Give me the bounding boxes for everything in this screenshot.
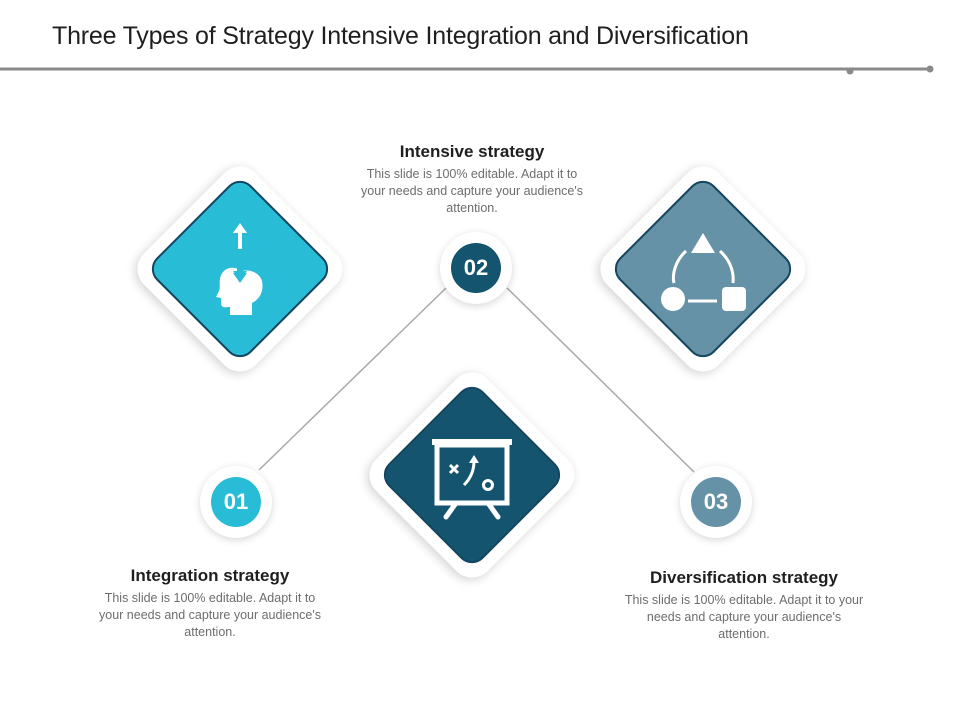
card-description: This slide is 100% editable. Adapt it to… xyxy=(361,167,583,215)
title-divider xyxy=(0,65,934,75)
diamond-integration xyxy=(128,157,352,381)
card-title: Diversification strategy xyxy=(649,568,838,587)
card-title: Intensive strategy xyxy=(399,142,545,161)
card-intensive: Intensive strategy This slide is 100% ed… xyxy=(356,142,588,217)
slide-title: Three Types of Strategy Intensive Integr… xyxy=(52,22,749,50)
card-diversification: Diversification strategy This slide is 1… xyxy=(622,568,866,643)
step-badge-03: 03 xyxy=(680,466,752,538)
card-integration: Integration strategy This slide is 100% … xyxy=(92,566,328,641)
connector-01-02 xyxy=(258,287,447,471)
step-badge-01: 01 xyxy=(200,466,272,538)
card-description: This slide is 100% editable. Adapt it to… xyxy=(624,593,864,641)
head-arrows-icon xyxy=(216,223,263,315)
divider-dot-left xyxy=(846,67,854,75)
step-number: 02 xyxy=(451,243,501,293)
shapes-cycle-icon xyxy=(661,233,746,311)
step-number: 03 xyxy=(691,477,741,527)
step-badge-02: 02 xyxy=(440,232,512,304)
connector-02-03 xyxy=(506,287,695,473)
diamond-diversification xyxy=(591,157,815,381)
card-title: Integration strategy xyxy=(130,566,290,585)
presentation-board-icon xyxy=(432,439,512,520)
diamond-intensive xyxy=(360,363,584,587)
card-description: This slide is 100% editable. Adapt it to… xyxy=(99,591,321,639)
step-number: 01 xyxy=(211,477,261,527)
divider-dot-right xyxy=(926,65,934,73)
